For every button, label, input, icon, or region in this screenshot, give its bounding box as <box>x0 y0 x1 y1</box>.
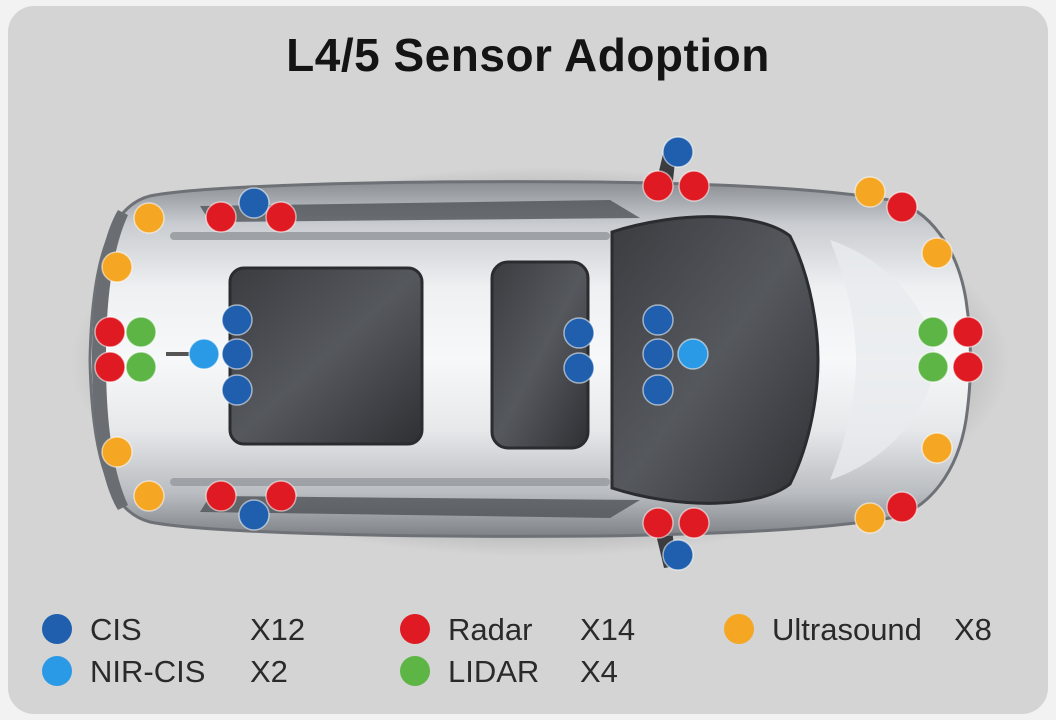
legend-count: X8 <box>954 612 992 648</box>
sensor-lidar <box>918 352 948 382</box>
sensor-cis <box>663 540 693 570</box>
sensor-cis <box>222 339 252 369</box>
sensor-lidar <box>126 317 156 347</box>
sensor-nir-cis <box>678 339 708 369</box>
sensor-radar <box>679 171 709 201</box>
sensor-radar <box>95 317 125 347</box>
legend-dot-icon <box>400 656 430 686</box>
legend-dot-icon <box>400 614 430 644</box>
legend-count: X12 <box>250 612 305 648</box>
sensor-cis <box>643 375 673 405</box>
legend-dot-icon <box>724 614 754 644</box>
legend-label: CIS <box>90 612 142 648</box>
sensor-radar <box>953 352 983 382</box>
legend-label: LIDAR <box>448 654 539 690</box>
sensor-cis <box>643 305 673 335</box>
legend-count: X14 <box>580 612 635 648</box>
sensor-cis <box>239 188 269 218</box>
sensor-ultrasound <box>102 437 132 467</box>
roof-rail-bottom <box>170 478 610 486</box>
legend-count: X2 <box>250 654 288 690</box>
rear-sunroof <box>230 268 422 444</box>
sensor-ultrasound <box>855 177 885 207</box>
sensor-cis <box>663 137 693 167</box>
legend-dot-icon <box>42 656 72 686</box>
sensor-lidar <box>126 352 156 382</box>
sensor-radar <box>266 481 296 511</box>
sensor-radar <box>643 171 673 201</box>
sensor-radar <box>95 352 125 382</box>
legend-label: Ultrasound <box>772 612 922 648</box>
sensor-cis <box>239 500 269 530</box>
legend-dot-icon <box>42 614 72 644</box>
sensor-radar <box>643 508 673 538</box>
sensor-ultrasound <box>922 238 952 268</box>
sensor-cis <box>222 305 252 335</box>
sensor-radar <box>887 192 917 222</box>
sensor-cis <box>643 339 673 369</box>
sensor-radar <box>953 317 983 347</box>
sensor-ultrasound <box>102 252 132 282</box>
sensor-ultrasound <box>922 433 952 463</box>
sensor-cis <box>564 353 594 383</box>
legend-label: NIR-CIS <box>90 654 205 690</box>
sensor-radar <box>206 202 236 232</box>
sensor-lidar <box>918 317 948 347</box>
sensor-nir-cis <box>189 339 219 369</box>
legend-label: Radar <box>448 612 532 648</box>
sensor-cis <box>222 375 252 405</box>
sensor-radar <box>679 508 709 538</box>
sensor-cis <box>564 318 594 348</box>
legend-count: X4 <box>580 654 618 690</box>
sensor-ultrasound <box>134 481 164 511</box>
sensor-ultrasound <box>134 203 164 233</box>
sensor-radar <box>887 492 917 522</box>
sensor-ultrasound <box>855 503 885 533</box>
roof-rail-top <box>170 232 610 240</box>
sensor-radar <box>266 202 296 232</box>
windshield <box>612 217 818 504</box>
sensor-radar <box>206 481 236 511</box>
